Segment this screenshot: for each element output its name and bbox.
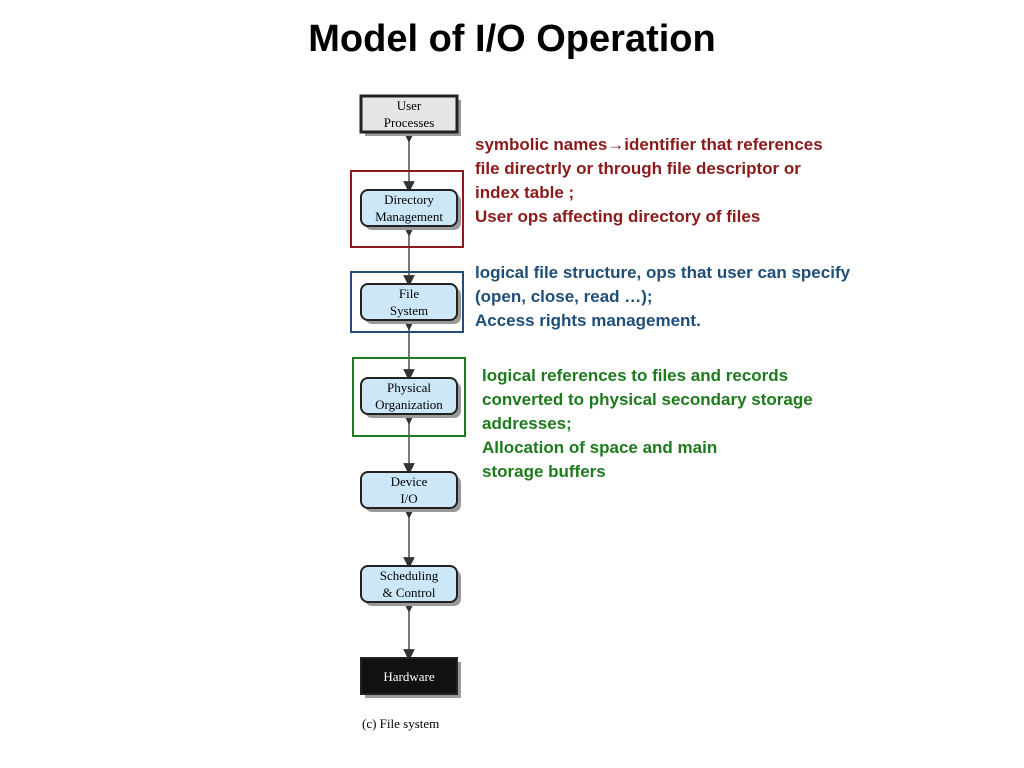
layer-label: Processes [384,115,435,130]
layer-box [360,657,458,695]
layer-label: File [399,286,419,301]
layer-label: System [390,303,428,318]
layer-label: & Control [382,585,435,600]
layer-label: Organization [375,397,443,412]
annotation-line: (open, close, read …); [475,287,653,306]
layer-hardware: Hardware [360,657,461,698]
directory-annotation: symbolic names→identifier that reference… [475,133,823,229]
file-system-highlight-frame [350,271,464,333]
annotation-line: Access rights management. [475,311,701,330]
layer-label: Directory [384,192,434,207]
physical-organization-highlight-frame [352,357,466,437]
annotation-line: addresses; [482,414,572,433]
annotation-line: symbolic names→identifier that reference… [475,135,823,154]
annotation-line: storage buffers [482,462,606,481]
layer-label: Hardware [383,669,434,684]
annotation-line: index table ; [475,183,575,202]
annotation-line: Allocation of space and main [482,438,718,457]
layer-box [360,377,458,415]
file-system-annotation: logical file structure, ops that user ca… [475,261,850,333]
annotation-line: converted to physical secondary storage [482,390,813,409]
figure-caption: (c) File system [362,716,440,731]
annotation-line: file directrly or through file descripto… [475,159,801,178]
layer-label: I/O [400,491,417,506]
layer-label: Device [391,474,428,489]
directory-highlight-frame [350,170,464,248]
annotation-line: logical file structure, ops that user ca… [475,263,851,282]
physical-organization-annotation: logical references to files and records c… [482,364,813,484]
layer-label: Management [375,209,443,224]
layer-label: Physical [387,380,431,395]
layer-label: User [397,98,422,113]
layer-box [359,94,459,134]
annotation-line: User ops affecting directory of files [475,207,761,226]
layer-label: Scheduling [380,568,439,583]
annotation-line: logical references to files and records [482,366,789,385]
page-title: Model of I/O Operation [308,18,716,60]
layer-box [360,471,458,509]
layer-scheduling-control: Scheduling & Control [360,565,461,606]
layer-box [360,283,458,321]
layer-box [360,565,458,603]
layer-box [360,189,458,227]
